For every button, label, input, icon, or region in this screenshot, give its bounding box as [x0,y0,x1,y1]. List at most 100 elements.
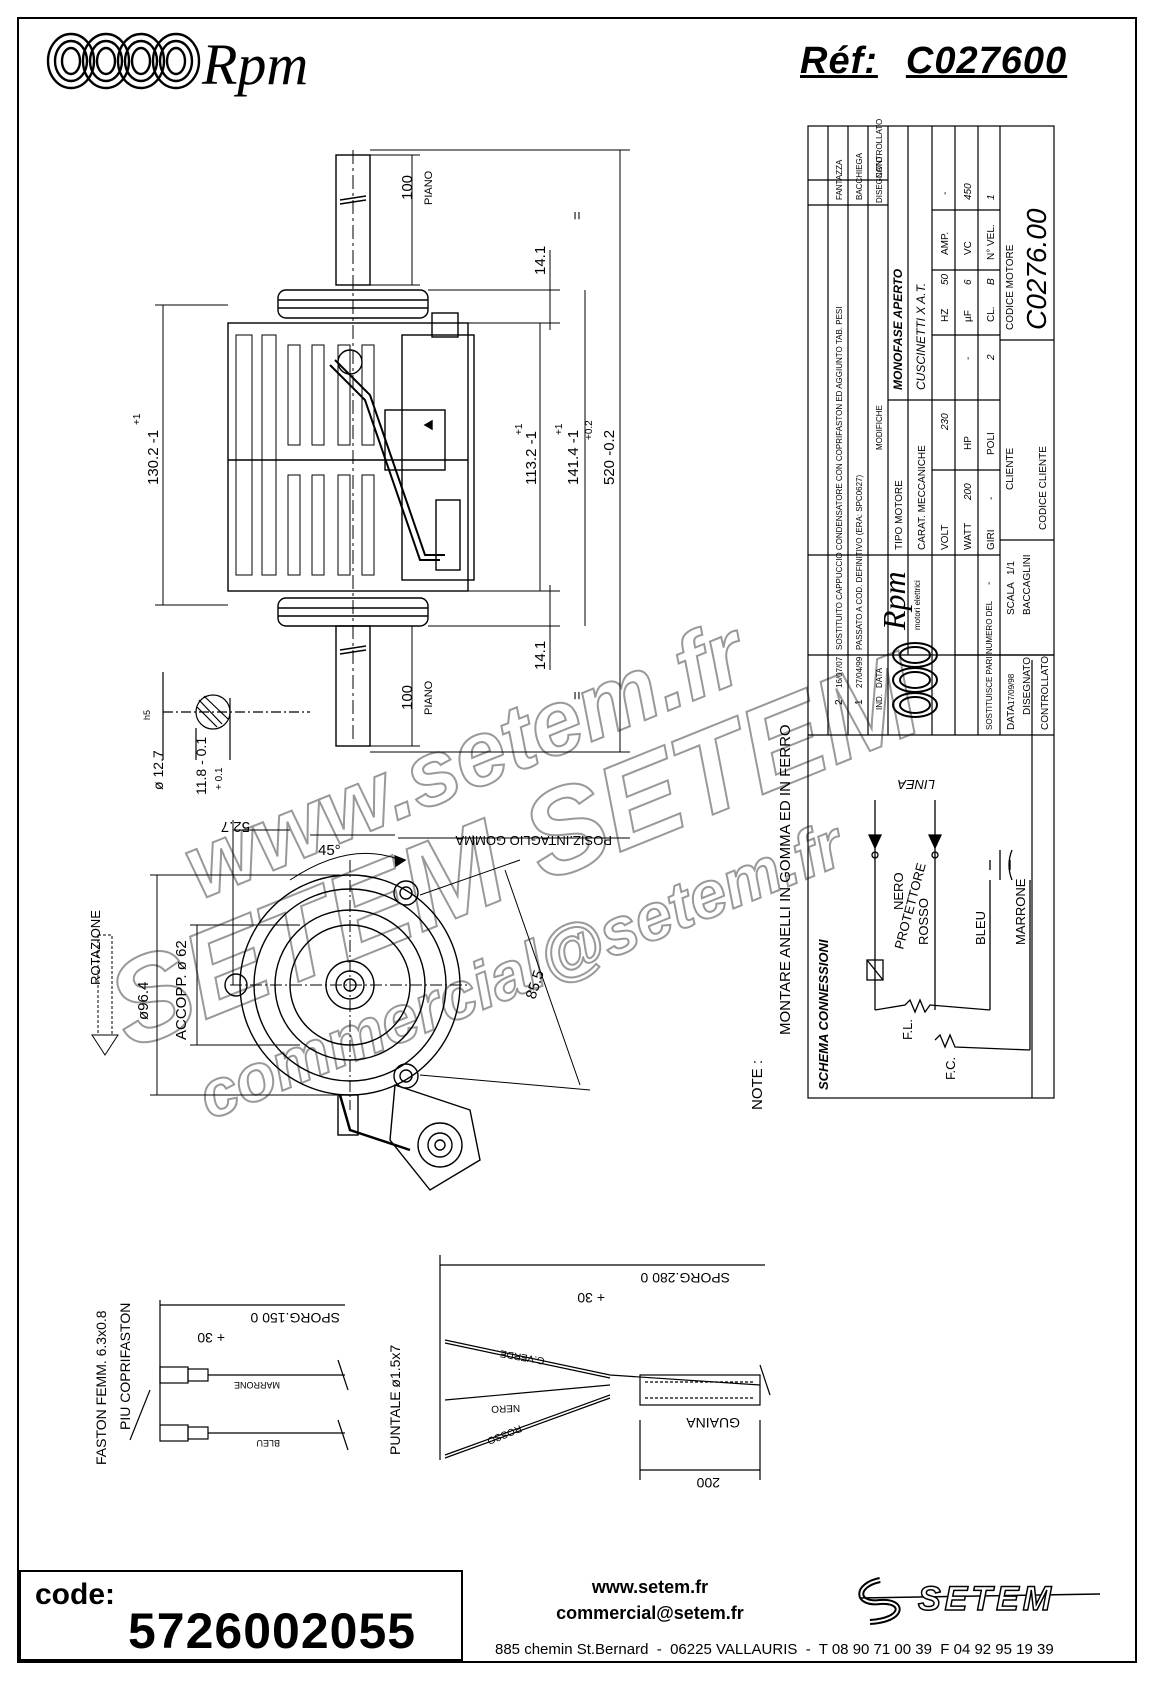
title-block [807,125,1055,1099]
ref-value: C027600 [905,40,1068,82]
carat-label: CARAT. MECCANICHE [917,445,928,550]
rev-header-date: DATA [875,667,884,688]
dim-flat-tol: + 0.1 [214,767,225,790]
row-volt-e: AMP. [940,232,951,255]
dim-52-7: 52.7 [221,818,250,835]
disegnato-value: BACCAGLINI [1022,554,1033,615]
schematic-texts: SCHEMA CONNESSIONI LINEA NERO PROTETTORE… [816,777,1028,1090]
guaina-label: GUAINA [686,1415,740,1431]
title-block-texts: 2 16/07/07 SOSTITUITO CAPPUCCIO CONDENSA… [834,119,1052,730]
faston-label: FASTON FEMM. 6.3x0.8 [93,1310,109,1465]
data-label: DATA [1006,704,1017,730]
dim-shaft-bottom: 100 [399,685,416,710]
row-watt-f: 6 [963,279,974,285]
schema-marrone: MARRONE [1013,878,1028,945]
scala-value: 1/1 [1006,561,1017,575]
table-logo-icon [892,642,938,718]
rev-1-dis: BACCHIEGA [855,152,864,200]
dim-accopp: ACCOPP. ø 62 [173,940,190,1040]
disegnato-label: DISEGNATO [1022,657,1033,715]
rev-header-text: MODIFICHE [875,405,884,450]
wire-rosso: ROSSO [485,1422,523,1446]
address: 885 chemin St.Bernard - 06225 VALLAURIS … [495,1641,1054,1658]
row-giri-c: POLI [986,432,997,455]
rev-2-text: SOSTITUITO CAPPUCCIO CONDENSATORE CON CO… [835,307,844,650]
row-giri-a: GIRI [986,529,997,550]
dim-520-tol: +0.2 [584,420,595,440]
schema-bleu: BLEU [973,911,988,945]
code-label: code: [35,1578,116,1611]
row-watt-b: 200 [963,483,974,501]
dim-141: 141.4 -1 [565,430,582,485]
side-dimension-texts: 100 PIANO 100 PIANO 14.1 14.1 +1 113.2 -… [132,170,618,715]
row-watt-d: - [963,357,974,360]
dim-eq-top: = [569,211,586,220]
dim-angle: 45° [318,842,341,859]
controllato-label: CONTROLLATO [1040,656,1051,730]
website-link[interactable]: www.setem.fr [591,1577,709,1597]
dim-130: 130.2 -1 [145,430,162,485]
rev-header-n: IND. [875,694,884,710]
dim-eq-bottom: = [569,691,586,700]
row-watt-a: WATT [963,523,974,550]
schema-nero: NERO [891,872,906,910]
email-link[interactable]: commercial@setem.fr [556,1603,744,1623]
setem-logo-icon [858,1577,1101,1625]
rotation-label: ROTAZIONE [88,910,103,985]
sostituisce-label: SOSTITUISCE PARI NUMERO DEL [985,600,994,730]
row-volt-b: 230 [940,413,951,431]
rpm-logo-icon [46,32,201,90]
side-dimensions [155,149,630,753]
coprifaston-label: PIU COPRIFASTON [117,1303,133,1430]
code-value: 5726002055 [128,1603,417,1659]
wire-bleu: BLEU [256,1438,280,1448]
dim-200: 200 [696,1475,720,1491]
carat-value: CUSCINETTI X A.T. [914,283,928,390]
rev-2-date: 16/07/07 [835,656,844,688]
cliente-label: CLIENTE [1005,447,1016,490]
shaft-section-texts: ø 12.7 h5 11.8 - 0.1 + 0.1 [142,710,225,795]
rev-header-dis: DISEGNATO [875,157,884,203]
connection-schematic [866,800,1031,1051]
row-giri-e: CL. [986,306,997,322]
table-logo-sub: motori elettrici [913,580,922,630]
shaft-section [162,672,310,760]
dim-113-tol: +1 [514,423,525,435]
dim-14-bottom: 14.1 [532,641,549,670]
codice-cliente-label: CODICE CLIENTE [1038,446,1049,530]
code-box: code: 5726002055 [19,1570,463,1661]
schema-title: SCHEMA CONNESSIONI [816,939,831,1090]
plus30a: + 30 [197,1330,225,1346]
brand-name: Rpm [202,32,309,97]
row-watt-e: µF [963,310,974,322]
dim-flat: 11.8 - 0.1 [193,737,209,795]
ref-label: Réf: [800,40,878,82]
reference: Réf: C027600 [800,40,1067,83]
note-text: MONTARE ANELLI IN GOMMA ED IN FERRO [777,724,794,1035]
row-watt-c: HP [963,436,974,450]
setem-logo-text: SETEM [917,1579,1056,1619]
dim-141-tol: +1 [554,423,565,435]
row-watt-g: VC [963,241,974,255]
dim-96-4: ø96.4 [135,982,152,1020]
schema-fl: F.L. [900,1019,915,1040]
rotation-arrow-icon: ROTAZIONE [88,910,119,1056]
row-giri-f: B [986,278,997,285]
table-logo-brand: Rpm [876,571,912,631]
row-volt-a: VOLT [940,525,951,550]
note-label: NOTE : [749,1060,766,1110]
dim-130-tol: +1 [132,413,143,425]
row-giri-b: - [986,497,997,500]
controllato-header: CONTROLLATO [875,119,884,178]
dim-gomma: POSIZ.INTAGLIO GOMMA [455,833,612,848]
row-giri-g: N° VEL. [986,224,997,260]
sostituisce-value: - [984,582,995,585]
wire-nero: NERO [491,1402,520,1414]
schema-rosso: ROSSO [916,898,931,945]
puntale-label: PUNTALE ø1.5x7 [387,1345,403,1455]
dim-piano-top: PIANO [423,170,435,205]
dim-piano-bottom: PIANO [423,680,435,715]
watermark: www.setem.fr SETEM SETEM commercial@sete… [89,599,941,1134]
schema-fc: F.C. [943,1057,958,1080]
